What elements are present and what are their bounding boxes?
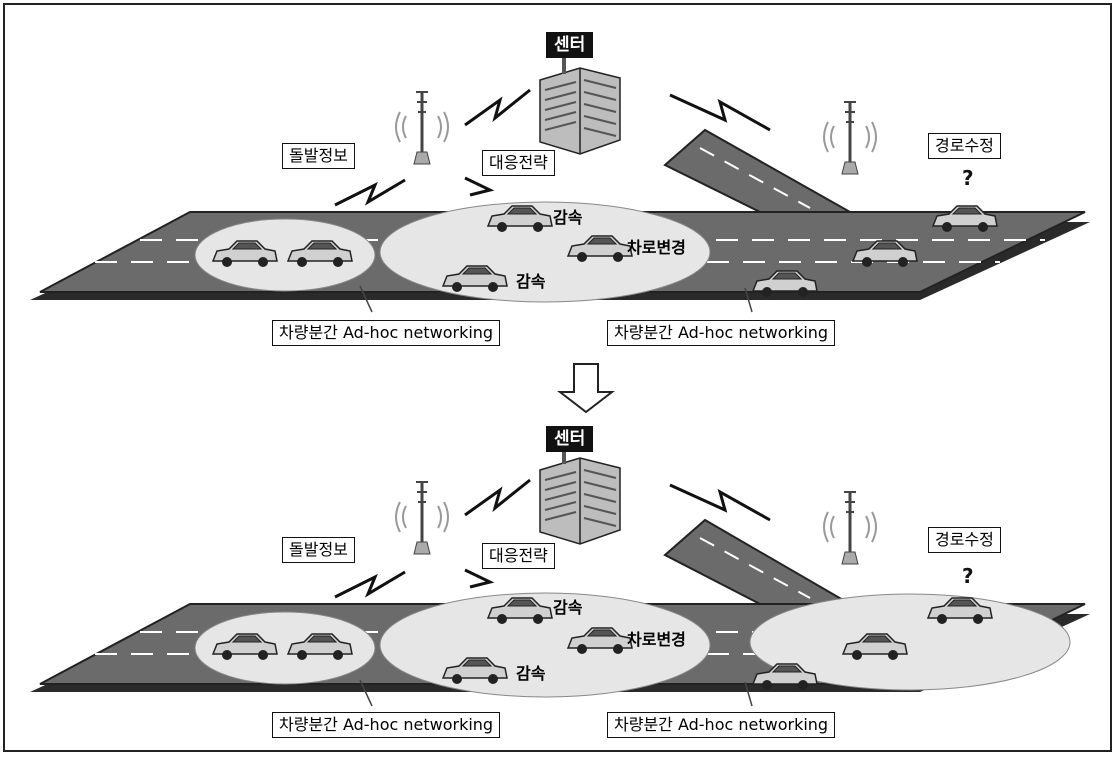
reroute-label: 경로수정 [928, 133, 1001, 159]
lightning-icon [465, 178, 490, 195]
adhoc-networking-label: 차량분간 Ad-hoc networking [272, 712, 500, 738]
lane-change-label: 차로변경 [627, 630, 686, 650]
center-label: 센터 [546, 426, 593, 452]
slowdown-label: 감속 [516, 664, 545, 684]
lane-change-label: 차로변경 [627, 238, 686, 258]
lightning-icon [465, 90, 530, 125]
branch-road [665, 520, 850, 604]
adhoc-networking-label: 차량분간 Ad-hoc networking [607, 712, 835, 738]
question-mark-icon: ? [962, 564, 974, 588]
slowdown-label: 감속 [516, 272, 545, 292]
branch-road [665, 130, 850, 212]
response-strategy-label: 대응전략 [482, 543, 555, 569]
lightning-icon [335, 180, 405, 205]
reroute-label: 경로수정 [928, 527, 1001, 553]
lightning-icon [465, 570, 490, 587]
lightning-icon [335, 572, 405, 597]
panel-before [30, 50, 1090, 312]
slowdown-label: 감속 [553, 598, 582, 618]
building-icon [540, 440, 620, 544]
lightning-icon [465, 480, 530, 515]
building-icon [540, 50, 620, 154]
lightning-icon [670, 95, 770, 130]
antenna-icon [396, 92, 448, 164]
center-label: 센터 [546, 32, 593, 58]
antenna-icon [824, 492, 876, 564]
adhoc-networking-label: 차량분간 Ad-hoc networking [607, 320, 835, 346]
antenna-icon [824, 102, 876, 174]
incident-info-label: 돌발정보 [282, 537, 355, 563]
question-mark-icon: ? [962, 166, 974, 190]
down-arrow-icon [560, 364, 612, 412]
panel-after [30, 440, 1090, 706]
slowdown-label: 감속 [553, 208, 582, 228]
antenna-icon [396, 482, 448, 554]
lightning-icon [670, 485, 770, 520]
incident-info-label: 돌발정보 [282, 143, 355, 169]
response-strategy-label: 대응전략 [482, 150, 555, 176]
adhoc-networking-label: 차량분간 Ad-hoc networking [272, 320, 500, 346]
